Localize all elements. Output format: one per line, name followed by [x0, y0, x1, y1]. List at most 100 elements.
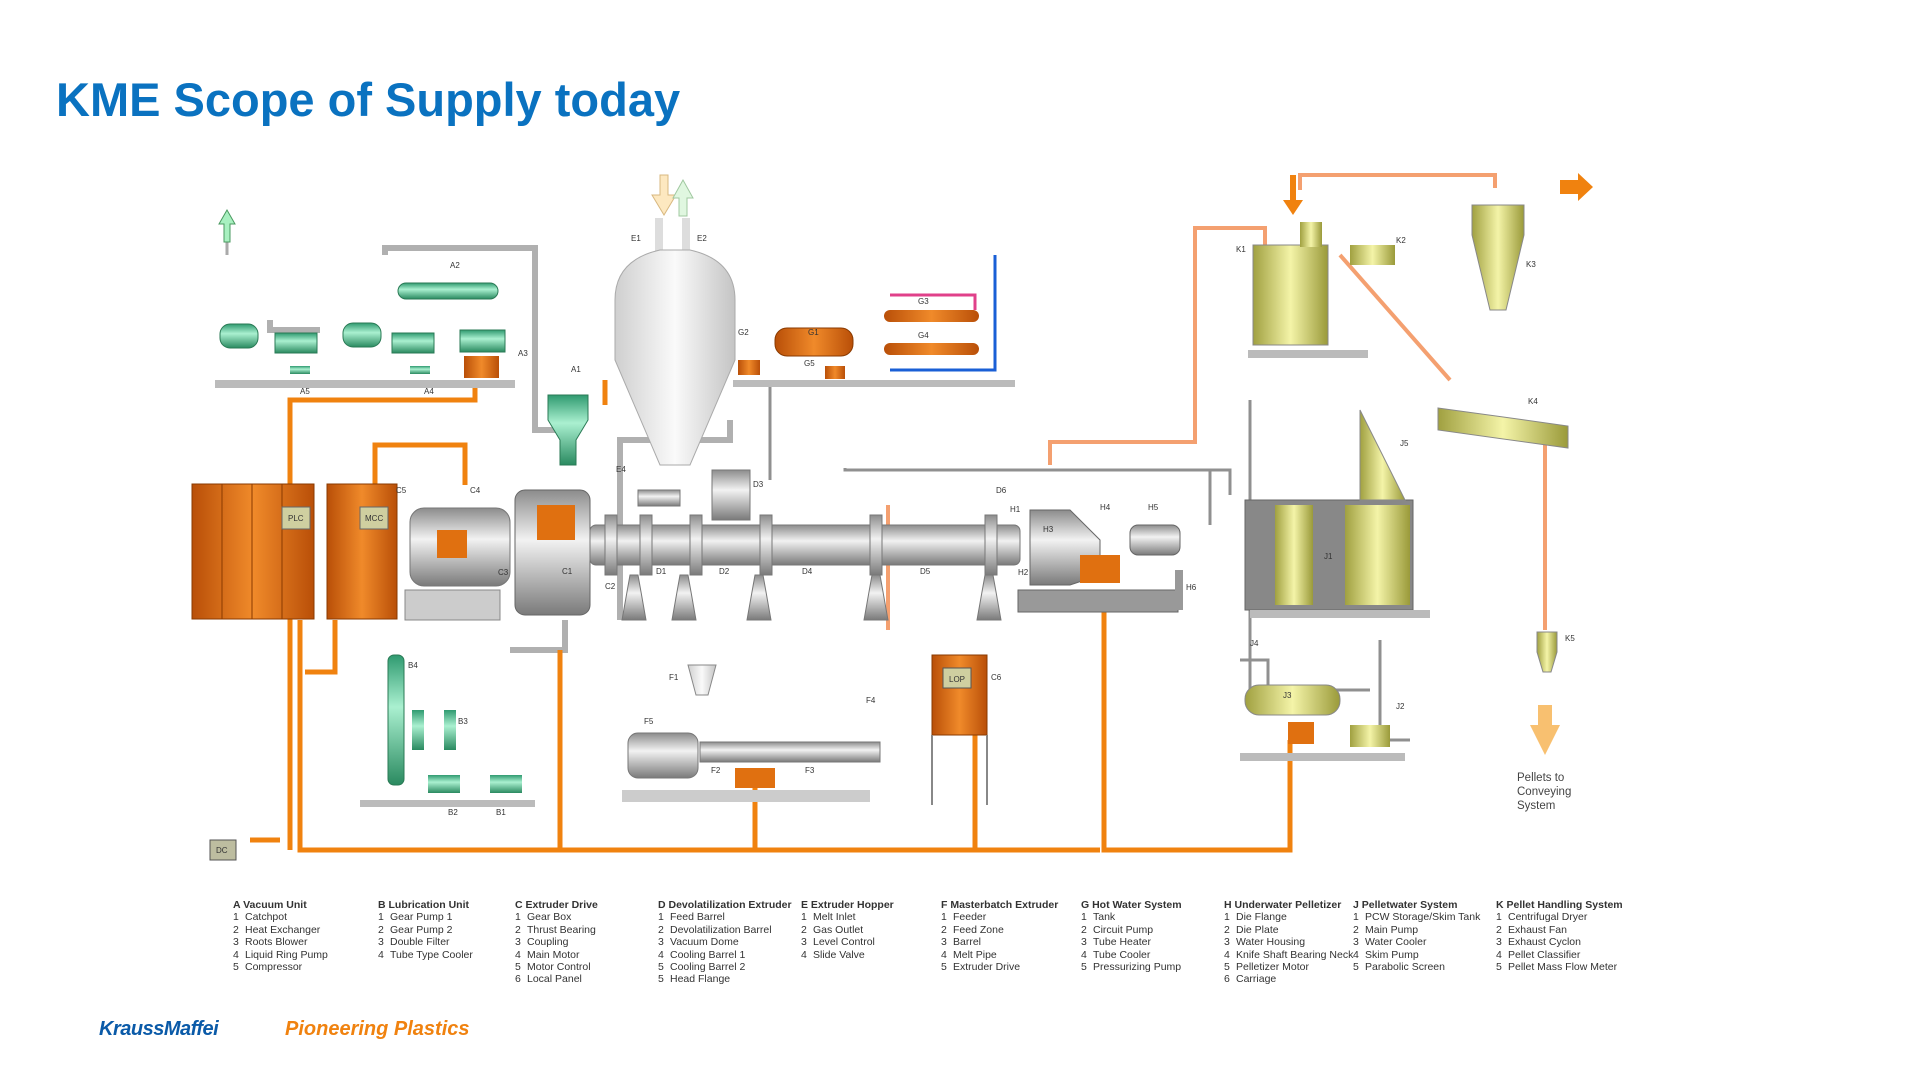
extruder-drive [404, 489, 591, 621]
legend-item-number: 3 [801, 936, 807, 949]
legend-item-label: Cooling Barrel 1 [670, 948, 746, 961]
legend-item-label: Feeder [953, 911, 987, 924]
label-plc: PLC [288, 514, 304, 523]
legend-item-label: Tube Cooler [1093, 948, 1151, 961]
label-E4: E4 [616, 465, 626, 474]
legend-item-label: Gas Outlet [813, 923, 864, 936]
legend-item-number: 2 [658, 923, 664, 936]
label-G3: G3 [918, 297, 929, 306]
label-G2: G2 [738, 328, 749, 337]
legend-item-number: 5 [658, 973, 664, 986]
vacuum-unit [215, 208, 515, 388]
label-B3: B3 [458, 717, 468, 726]
legend-heading: H Underwater Pelletizer [1224, 899, 1342, 911]
legend-item-label: Thrust Bearing [527, 923, 596, 936]
legend-item-number: 3 [233, 936, 239, 949]
footer-tagline: Pioneering Plastics [285, 1018, 470, 1040]
label-H4: H4 [1100, 503, 1111, 512]
extruder-hopper [614, 174, 736, 507]
legend-item-number: 5 [1496, 961, 1502, 974]
component-labels: A1 A2 A3 A4 A5 B1 B2 B3 B4 C1 C2 C3 C4 C… [216, 234, 1575, 855]
legend-item-label: Carriage [1236, 973, 1277, 986]
legend-item-number: 5 [1081, 961, 1087, 974]
label-C1: C1 [562, 567, 573, 576]
hot-water-system [733, 255, 1015, 387]
legend-item-label: Motor Control [527, 961, 591, 974]
legend-item-label: Compressor [245, 961, 303, 974]
legend-item-label: Gear Box [527, 911, 572, 924]
label-D1: D1 [656, 567, 667, 576]
legend-item-label: Skim Pump [1365, 948, 1419, 961]
legend-item: 5 Pellet Mass Flow Meter [1496, 961, 1623, 973]
label-C2: C2 [605, 582, 616, 591]
legend-item-label: Local Panel [527, 973, 582, 986]
page-title: KME Scope of Supply today [56, 73, 681, 126]
legend-item-number: 3 [1353, 936, 1359, 949]
legend-item-label: Knife Shaft Bearing Neck [1236, 948, 1354, 961]
legend-item-number: 4 [1353, 948, 1359, 961]
legend-item-number: 2 [515, 923, 521, 936]
label-F5: F5 [644, 717, 654, 726]
legend-item-number: 1 [801, 911, 807, 924]
legend-item-label: Die Plate [1236, 923, 1279, 936]
legend-item-label: Tank [1093, 911, 1116, 924]
label-K5: K5 [1565, 634, 1575, 643]
label-dc: DC [216, 846, 228, 855]
legend-item-label: Gear Pump 1 [390, 911, 453, 924]
legend-item-number: 5 [658, 961, 664, 974]
label-J2: J2 [1396, 702, 1405, 711]
legend-item-label: Die Flange [1236, 911, 1287, 924]
legend-item-label: Centrifugal Dryer [1508, 911, 1588, 924]
legend-item-label: Catchpot [245, 911, 288, 924]
legend-item-number: 1 [941, 911, 947, 924]
legend-heading: D Devolatilization Extruder [658, 899, 792, 911]
underwater-pelletizer [1017, 509, 1183, 613]
legend-item-label: Heat Exchanger [245, 923, 321, 936]
legend-item-label: Cooling Barrel 2 [670, 961, 746, 974]
label-C6: C6 [991, 673, 1002, 682]
label-E1: E1 [631, 234, 641, 243]
label-G5: G5 [804, 359, 815, 368]
lubrication-unit [360, 654, 535, 807]
catchpot [547, 394, 589, 466]
legend-item-number: 2 [378, 923, 384, 936]
legend-item-label: Slide Valve [813, 948, 865, 961]
label-B1: B1 [496, 808, 506, 817]
label-A5: A5 [300, 387, 310, 396]
label-mcc: MCC [365, 514, 383, 523]
label-J1: J1 [1324, 552, 1333, 561]
legend-item-number: 2 [1496, 923, 1502, 936]
legend-item-label: Circuit Pump [1093, 923, 1154, 936]
legend-item-label: Tube Heater [1093, 936, 1151, 949]
legend-item-number: 4 [1496, 948, 1502, 961]
label-K2: K2 [1396, 236, 1406, 245]
legend-item-label: Pellet Mass Flow Meter [1508, 961, 1618, 974]
